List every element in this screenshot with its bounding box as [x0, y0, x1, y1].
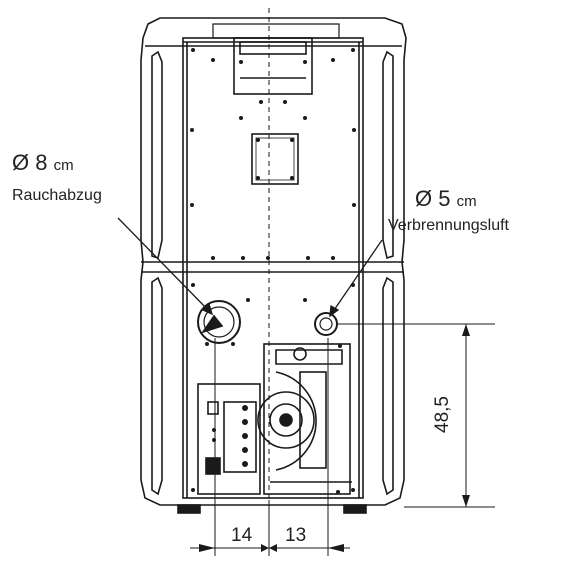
smoke-name-label: Rauchabzug [12, 187, 102, 204]
service-hatch [251, 133, 299, 185]
fan-housing [263, 343, 351, 495]
foot-right [343, 504, 367, 514]
dimension-height: 48,5 [431, 396, 453, 433]
air-name-label: Verbrennungsluft [388, 217, 509, 234]
air-inlet [314, 312, 338, 336]
dimension-left-offset: 14 [231, 525, 253, 546]
left-side-panel-lower [151, 276, 163, 496]
stove-housing [140, 17, 407, 506]
smoke-diameter-label: Ø 8 cm [12, 152, 74, 174]
dimension-right-offset: 13 [285, 525, 307, 546]
foot-left [177, 504, 201, 514]
right-side-panel [382, 50, 394, 260]
fan-motor [257, 391, 315, 449]
electronics-panel [197, 383, 261, 495]
left-side-panel [151, 50, 163, 260]
air-leader [329, 239, 383, 317]
smoke-diameter-value: Ø 8 [12, 150, 48, 175]
air-diameter-value: Ø 5 [415, 186, 451, 211]
smoke-diameter-unit: cm [53, 157, 74, 174]
smoke-leader [117, 217, 213, 315]
smoke-outlet [197, 300, 241, 344]
air-diameter-label: Ø 5 cm [415, 188, 477, 210]
air-diameter-unit: cm [456, 193, 477, 210]
right-side-panel-lower [382, 276, 394, 496]
